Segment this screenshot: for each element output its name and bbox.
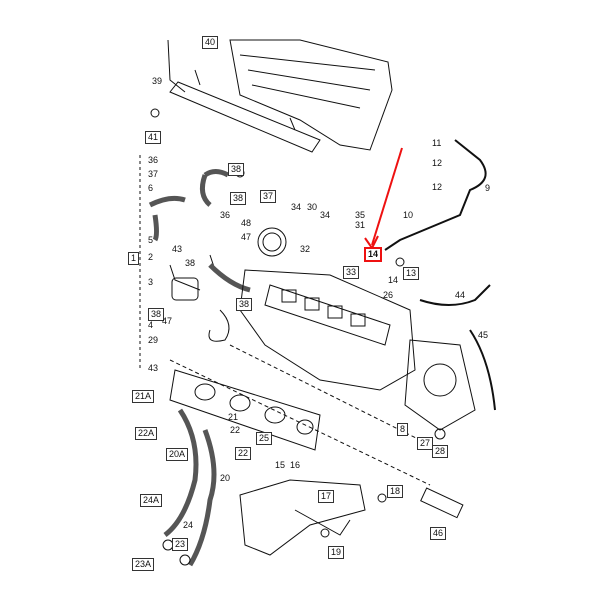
part-label-20: 20: [220, 473, 231, 483]
part-label-34a: 34: [291, 202, 302, 212]
part-label-18: 18: [387, 485, 404, 498]
part-label-37b: 37: [260, 190, 277, 203]
part-label-1: 1: [128, 252, 140, 265]
part-label-29: 29: [148, 335, 159, 345]
part-label-37: 37: [148, 169, 159, 179]
part-label-38e: 38: [236, 298, 253, 311]
part-label-22: 22: [230, 425, 241, 435]
part-label-38b: 38: [230, 192, 247, 205]
heat-shield-40: [229, 39, 393, 151]
part-label-21A: 21A: [132, 390, 155, 403]
part-label-33: 33: [343, 266, 360, 279]
oil-line-22: [187, 429, 217, 567]
part-label-46: 46: [430, 527, 447, 540]
part-label-24A: 24A: [140, 494, 163, 507]
part-label-5: 5: [148, 235, 154, 245]
bracket-29: [208, 309, 230, 342]
part-label-13: 13: [403, 267, 420, 280]
hose-6: [148, 195, 186, 242]
part-label-44: 44: [455, 290, 466, 300]
part-label-40: 40: [202, 36, 219, 49]
part-label-25: 25: [256, 432, 273, 445]
fuel-rail-39: [169, 81, 321, 153]
hose-upper: [199, 174, 212, 207]
part-label-48: 48: [241, 218, 252, 228]
part-label-15: 15: [275, 460, 286, 470]
part-label-2: 2: [148, 252, 154, 262]
part-label-47b: 47: [162, 316, 173, 326]
part-label-43b: 43: [148, 363, 159, 373]
part-label-31: 31: [355, 220, 366, 230]
part-label-47a: 47: [241, 232, 252, 242]
part-label-27: 27: [417, 437, 434, 450]
part-label-38d: 38: [148, 308, 165, 321]
part-label-23A: 23A: [132, 558, 155, 571]
line-45: [469, 329, 496, 411]
part-label-22A: 22A: [135, 427, 158, 440]
part-label-14b: 14: [388, 275, 399, 285]
part-label-8: 8: [397, 423, 409, 436]
part-label-45: 45: [478, 330, 489, 340]
part-label-6: 6: [148, 183, 154, 193]
part-label-3: 3: [148, 277, 154, 287]
bracket-17: [239, 479, 366, 556]
sealant-tube-46: [420, 487, 464, 519]
oil-line-20: [163, 408, 199, 537]
part-label-26: 26: [383, 290, 394, 300]
part-label-41: 41: [145, 131, 162, 144]
part-label-39: 39: [152, 76, 163, 86]
part-label-43a: 43: [172, 244, 183, 254]
part-label-19: 19: [328, 546, 345, 559]
gasket-25: [169, 369, 321, 451]
hose-38d: [208, 263, 251, 293]
part-label-14-highlighted: 14: [364, 247, 383, 262]
part-label-23: 23: [172, 538, 189, 551]
part-label-4: 4: [148, 320, 154, 330]
highlight-arrow: [371, 147, 403, 246]
turbo-inlet: [257, 227, 287, 257]
part-label-22b: 22: [235, 447, 252, 460]
part-label-11: 11: [432, 138, 442, 148]
valve-3: [171, 277, 199, 301]
turbo-housing: [239, 269, 416, 391]
part-label-28: 28: [432, 445, 449, 458]
part-label-38c: 38: [185, 258, 196, 268]
part-label-17: 17: [318, 490, 335, 503]
part-label-36b: 36: [220, 210, 231, 220]
part-label-9: 9: [485, 183, 491, 193]
part-label-32: 32: [300, 244, 311, 254]
part-label-36: 36: [148, 155, 159, 165]
part-label-38a: 38: [228, 163, 245, 176]
exhaust-flange: [404, 339, 476, 431]
part-label-12a: 12: [432, 158, 443, 168]
part-label-30: 30: [307, 202, 318, 212]
part-label-24: 24: [183, 520, 194, 530]
part-label-20A: 20A: [166, 448, 189, 461]
line-44: [419, 284, 491, 306]
part-label-16: 16: [290, 460, 301, 470]
part-label-35: 35: [355, 210, 366, 220]
hose-38: [203, 169, 230, 178]
coolant-line-9: [384, 139, 487, 251]
part-label-34b: 34: [320, 210, 331, 220]
part-label-21: 21: [228, 412, 239, 422]
part-label-12b: 12: [432, 182, 443, 192]
part-label-10: 10: [403, 210, 414, 220]
